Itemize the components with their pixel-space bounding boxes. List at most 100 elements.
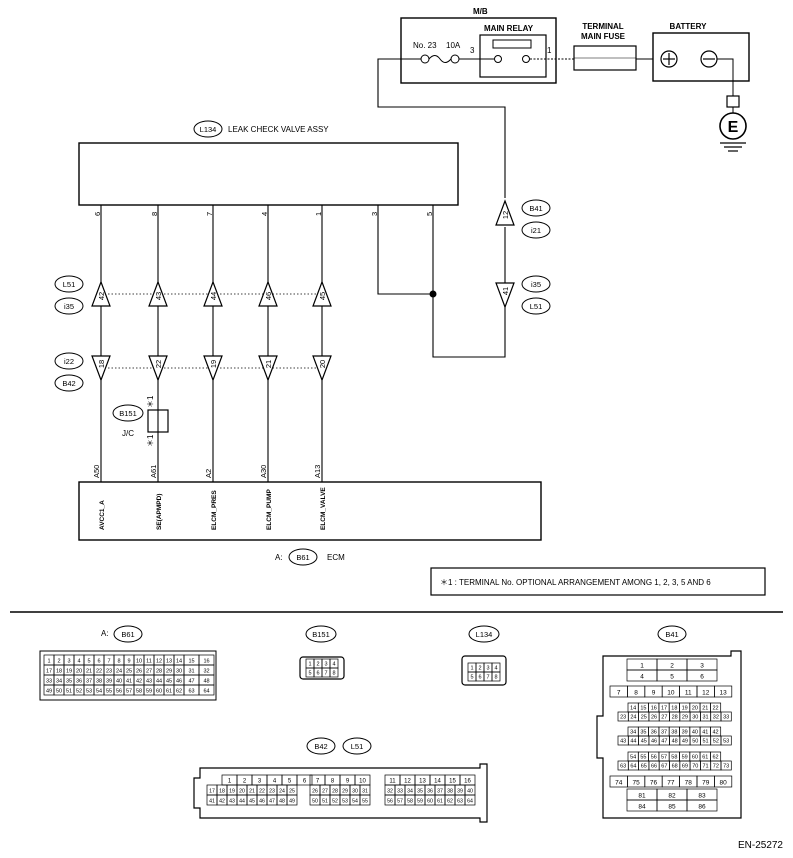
junction-dot <box>429 290 437 298</box>
pin-number: 85 <box>668 804 676 811</box>
pin-number: 42 <box>136 679 142 685</box>
pin-number: 27 <box>661 715 667 721</box>
pin-number: 30 <box>352 789 358 795</box>
connector-pin-triangle <box>312 355 332 382</box>
ecm-signal-label: ELCM_PUMP <box>266 489 273 530</box>
pin-number: 1 <box>228 779 232 785</box>
pin-number: 5 <box>470 675 473 681</box>
pin-number: 13 <box>419 779 426 785</box>
pin-number: 25 <box>641 715 647 721</box>
pin-number: 24 <box>630 715 636 721</box>
pin-number: 54 <box>352 799 358 805</box>
ecm-prefix: A: <box>275 553 283 562</box>
pin-number: 29 <box>166 669 172 675</box>
battery-box <box>652 32 750 82</box>
pin-number: 5 <box>288 779 292 785</box>
pin-number: 51 <box>322 799 328 805</box>
pin-number: 50 <box>56 689 62 695</box>
pin-number: 7 <box>324 671 327 677</box>
pin-cell <box>491 671 501 682</box>
pin-number: 7 <box>107 659 110 665</box>
pin-number: 84 <box>638 804 646 811</box>
pin-number: 12 <box>156 659 162 665</box>
pin-number: 55 <box>362 799 368 805</box>
connector-pin-triangle <box>91 280 111 307</box>
pin-number: 8 <box>117 659 120 665</box>
pin-number: 4 <box>494 666 497 672</box>
pin-number: 20 <box>239 789 245 795</box>
pin-number: 5 <box>87 659 90 665</box>
valve-pin-label: 7 <box>205 212 214 216</box>
pin-number: 49 <box>46 689 52 695</box>
pin-number: 4 <box>77 659 80 665</box>
connector-pin-triangle <box>148 280 168 307</box>
connector-pin-number: 20 <box>318 360 327 368</box>
pin-number: 54 <box>96 689 102 695</box>
ecm-name: ECM <box>327 553 345 562</box>
note-text: ＊1 : TERMINAL No. OPTIONAL ARRANGEMENT A… <box>440 578 711 587</box>
mb-label: M/B <box>473 7 488 16</box>
b61-badge <box>288 548 318 566</box>
b151-badge <box>112 404 144 422</box>
b151-text: B151 <box>119 409 137 418</box>
b42-housing <box>193 763 488 823</box>
pin-number: 1 <box>640 663 644 670</box>
i35-badge <box>54 297 84 315</box>
pin-number: 83 <box>698 793 706 800</box>
pin-number: 2 <box>670 663 674 670</box>
pin-number: 60 <box>427 799 433 805</box>
pin-number: 22 <box>712 706 718 712</box>
pin-number: 56 <box>651 755 657 761</box>
b151-bottom-text: B151 <box>312 630 330 639</box>
document-code: EN-25272 <box>738 840 783 851</box>
pin-number: 44 <box>630 739 636 745</box>
l51-bottom-text: L51 <box>351 742 364 751</box>
valve-label: LEAK CHECK VALVE ASSY <box>228 125 329 134</box>
pin-number: 26 <box>312 789 318 795</box>
pin-number: 14 <box>434 779 441 785</box>
pin-number: 36 <box>427 789 433 795</box>
pin-number: 8 <box>494 675 497 681</box>
b41-text: B41 <box>529 204 542 213</box>
i21-text: i21 <box>531 226 541 235</box>
ecm-pin-label: A61 <box>149 465 158 478</box>
connector-pin-number: 19 <box>209 360 218 368</box>
leak-check-valve: L134 LEAK CHECK VALVE ASSY <box>78 120 459 206</box>
pin-number: 27 <box>322 789 328 795</box>
connector-badges: L51 i35 i22 B42 B41 i21 i35 L51 <box>54 199 551 392</box>
pin-number: 60 <box>692 755 698 761</box>
connector-pin-triangle <box>495 199 515 226</box>
pin-number: 10 <box>136 659 142 665</box>
pin-number: 7 <box>486 675 489 681</box>
pin-number: 46 <box>176 679 182 685</box>
pin-number: 72 <box>713 764 719 770</box>
pin-number: 46 <box>259 799 265 805</box>
pin-number: 41 <box>209 799 215 805</box>
b151-bottom-badge <box>305 625 337 643</box>
pin-number: 18 <box>671 706 677 712</box>
pin-number: 62 <box>176 689 182 695</box>
i21-badge <box>521 221 551 239</box>
pin-number: 6 <box>316 671 319 677</box>
pin-number: 40 <box>467 789 473 795</box>
pin-number: 68 <box>672 764 678 770</box>
main-relay-box <box>479 34 547 78</box>
pin-number: 71 <box>702 764 708 770</box>
pin-number: 61 <box>437 799 443 805</box>
valve-box <box>78 142 459 206</box>
pin-number: 70 <box>692 764 698 770</box>
pin-number: 28 <box>332 789 338 795</box>
pin-number: 58 <box>671 755 677 761</box>
pin-number: 20 <box>692 706 698 712</box>
pin-number: 52 <box>76 689 82 695</box>
pin-number: 46 <box>651 739 657 745</box>
connector-pin-triangle <box>203 355 223 382</box>
pin-number: 35 <box>66 679 72 685</box>
b61-outline <box>39 650 217 701</box>
pin-number: 45 <box>641 739 647 745</box>
valve-pin-label: 3 <box>370 212 379 216</box>
i22-text: i22 <box>64 357 74 366</box>
